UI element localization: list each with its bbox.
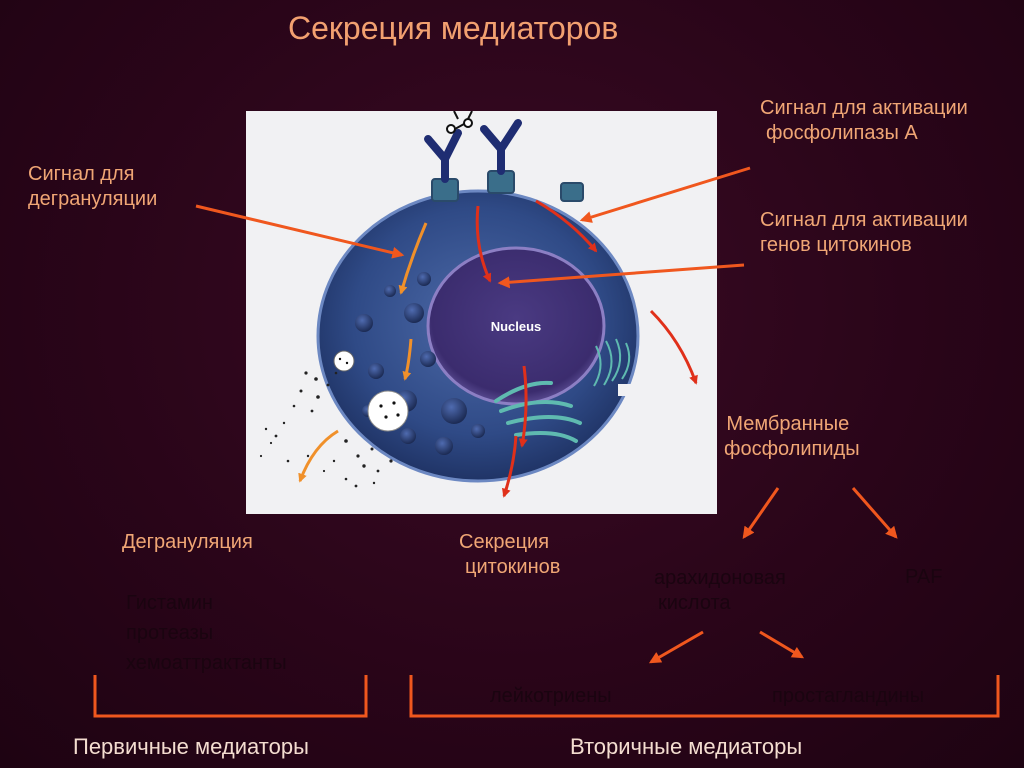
label-degranulation: Дегрануляция — [122, 531, 253, 553]
label-line: генов цитокинов — [760, 234, 912, 256]
label-line: Мембранные — [726, 413, 850, 435]
mediator-particles — [259, 371, 393, 488]
label-line: Сигнал для — [28, 163, 135, 185]
bracket-primary — [93, 675, 368, 718]
label-cytokine-secretion: Секреция цитокинов — [459, 530, 560, 580]
ige-antibodies — [424, 119, 522, 183]
label-chemoattractants: хемоаттрактанты — [126, 652, 287, 674]
label-histamine: Гистамин — [126, 592, 213, 614]
arrow-to-paf — [851, 487, 898, 539]
label-line: фосфолипиды — [724, 438, 860, 460]
label-line: Сигнал для активации — [760, 209, 968, 231]
label-leukotrienes: лейкотриены — [490, 685, 612, 707]
antigen — [446, 110, 473, 134]
internal-red-arrows — [475, 199, 698, 498]
label-signal-phospholipase: Сигнал для активации фосфолипазы А — [760, 96, 968, 146]
internal-orange-arrows — [298, 222, 428, 483]
label-arachidonic-acid: арахидоновая кислота — [654, 566, 786, 616]
footer-primary-mediators: Первичные медиаторы — [73, 734, 309, 759]
footer-secondary-mediators: Вторичные медиаторы — [570, 734, 803, 759]
nucleus-label: Nucleus — [491, 319, 542, 334]
receptors — [431, 170, 584, 202]
page-title: Секреция медиаторов — [288, 10, 619, 46]
label-line: цитокинов — [465, 556, 561, 578]
endoplasmic-reticulum — [593, 338, 631, 387]
arrow-to-prostaglandins — [759, 630, 805, 659]
label-line: фосфолипазы А — [766, 122, 918, 144]
label-line: дегрануляции — [28, 188, 158, 210]
released-granules — [333, 350, 409, 432]
label-signal-cytokine-genes: Сигнал для активации генов цитокинов — [760, 208, 968, 258]
cell-illustration: Nucleus — [246, 110, 717, 514]
cell-nucleus — [426, 246, 606, 406]
label-proteases: протеазы — [126, 622, 214, 644]
label-signal-degranulation: Сигнал для дегрануляции — [28, 162, 157, 212]
label-membrane-phospholipids: Мембранные фосфолипиды — [716, 412, 860, 462]
mast-cell-svg: Nucleus — [259, 110, 698, 498]
label-paf: PAF — [905, 566, 943, 588]
arrow-to-arachidonic — [742, 487, 780, 539]
label-line: кислота — [658, 592, 731, 614]
label-prostaglandins: простагландины — [772, 685, 925, 707]
label-line: Секреция — [459, 531, 550, 553]
label-line: Сигнал для активации — [760, 97, 968, 119]
label-line: арахидоновая — [654, 567, 786, 589]
arrow-to-leukotrienes — [648, 630, 704, 664]
